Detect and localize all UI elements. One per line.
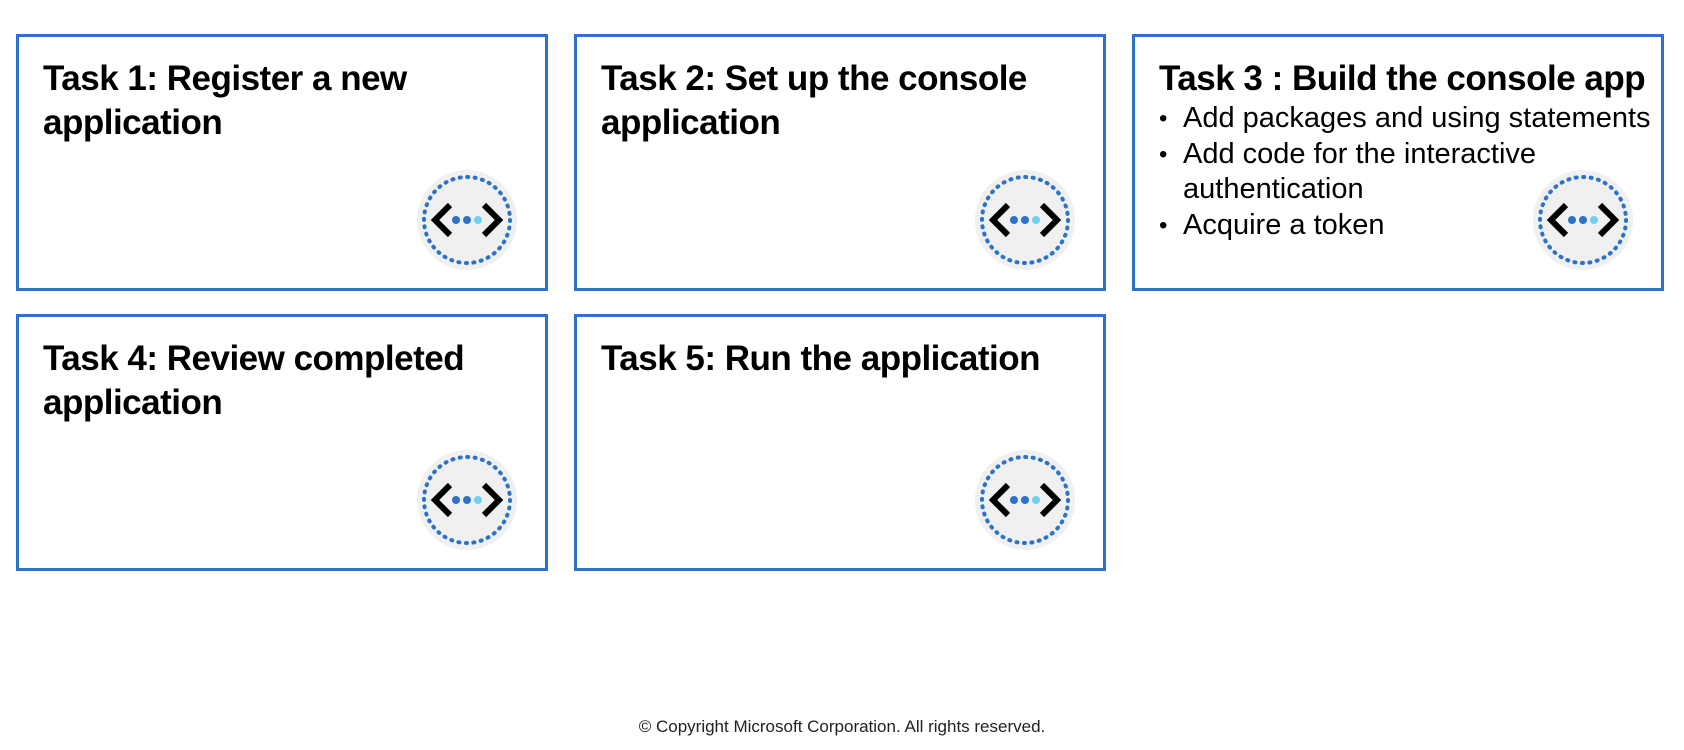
list-item: • Acquire a token: [1159, 208, 1651, 243]
task-bullet-list: • Add packages and using statements • Add …: [1159, 101, 1651, 244]
bullet-text: Add code for the interactive authenticat…: [1183, 138, 1537, 205]
task-title: Task 5: Run the application: [601, 339, 1040, 378]
footer-copyright: © Copyright Microsoft Corporation. All r…: [638, 717, 1046, 736]
task-card-3: Task 3 : Build the console app • Add pack…: [1132, 34, 1664, 291]
code-connection-icon: [975, 170, 1075, 270]
bullet-text: Acquire a token: [1183, 209, 1385, 241]
task-card-1: Task 1: Register a new application: [16, 34, 548, 291]
bullet-icon: •: [1159, 212, 1168, 239]
bullet-icon: •: [1159, 141, 1168, 168]
task-title: Task 4: Review completed application: [43, 339, 465, 422]
code-connection-icon: [975, 450, 1075, 550]
task-title: Task 1: Register a new application: [43, 59, 407, 142]
task-title: Task 2: Set up the console application: [601, 59, 1027, 142]
task-card-5: Task 5: Run the application: [574, 314, 1106, 571]
code-connection-icon: [417, 450, 517, 550]
bullet-text: Add packages and using statements: [1183, 102, 1651, 134]
list-item: • Add code for the interactive authentica…: [1159, 137, 1651, 207]
task-title: Task 3 : Build the console app: [1159, 59, 1646, 98]
code-connection-icon: [1533, 170, 1633, 270]
bullet-icon: •: [1159, 105, 1168, 132]
task-card-4: Task 4: Review completed application: [16, 314, 548, 571]
task-card-2: Task 2: Set up the console application: [574, 34, 1106, 291]
code-connection-icon: [417, 170, 517, 270]
list-item: • Add packages and using statements: [1159, 101, 1651, 136]
